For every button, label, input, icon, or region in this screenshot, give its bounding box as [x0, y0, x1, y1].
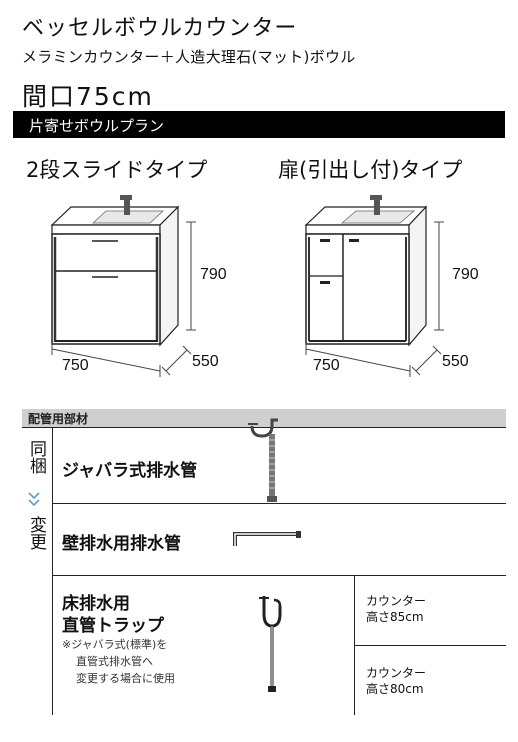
width-dimension-slide: 750: [62, 357, 89, 374]
piping-header: 配管用部材: [28, 412, 89, 426]
table-left-line: [52, 427, 53, 715]
cabinet-slide-diagram: [50, 195, 196, 377]
type-name-door: 扉(引出し付)タイプ: [278, 158, 463, 182]
note-line-1: ※ジャバラ式(標準)を: [62, 638, 168, 651]
height-dimension-slide: 790: [200, 266, 227, 283]
width-dimension-door: 750: [313, 357, 340, 374]
page-title: ベッセルボウルカウンター: [22, 16, 298, 41]
type-name-slide: 2段スライドタイプ: [26, 158, 208, 182]
counter-option-85: カウンター 高さ85cm: [366, 594, 427, 624]
row-label-floor-drain-1: 床排水用: [62, 594, 130, 614]
side-label-change: 変更: [26, 516, 46, 550]
side-label-bundled: 同梱: [26, 440, 46, 474]
wall-drain-pipe-icon: [233, 531, 301, 546]
plan-label: 片寄せボウルプラン: [29, 117, 165, 135]
width-label: 間口75cm: [22, 82, 154, 111]
row-label-bellows-drain: ジャバラ式排水管: [62, 461, 198, 481]
straight-trap-pipe-icon: [259, 596, 282, 692]
page-subtitle: メラミンカウンター＋人造大理石(マット)ボウル: [22, 48, 356, 66]
counter-option-80: カウンター 高さ80cm: [366, 666, 427, 696]
cabinet-door-diagram: [304, 195, 444, 377]
counter-row-divider: [354, 645, 506, 646]
row-divider-1: [52, 503, 506, 504]
row-divider-2: [52, 575, 506, 576]
row-label-floor-drain-2: 直管トラップ: [62, 616, 164, 636]
note-line-2: 直管式排水管へ: [76, 655, 153, 668]
height-dimension-door: 790: [452, 266, 479, 283]
depth-dimension-door: 550: [442, 353, 469, 370]
bellows-drain-pipe-icon: [248, 418, 278, 502]
faucet-icon: [124, 197, 130, 215]
table-top-line: [22, 427, 506, 428]
faucet-icon: [374, 197, 380, 215]
depth-dimension-slide: 550: [192, 353, 219, 370]
double-chevron-down-icon: [28, 492, 40, 507]
piping-header-bar: 配管用部材: [22, 409, 506, 427]
plan-bar: 片寄せボウルプラン: [13, 111, 505, 138]
row-label-wall-drain: 壁排水用排水管: [62, 534, 181, 554]
note-line-3: 変更する場合に使用: [76, 672, 175, 685]
